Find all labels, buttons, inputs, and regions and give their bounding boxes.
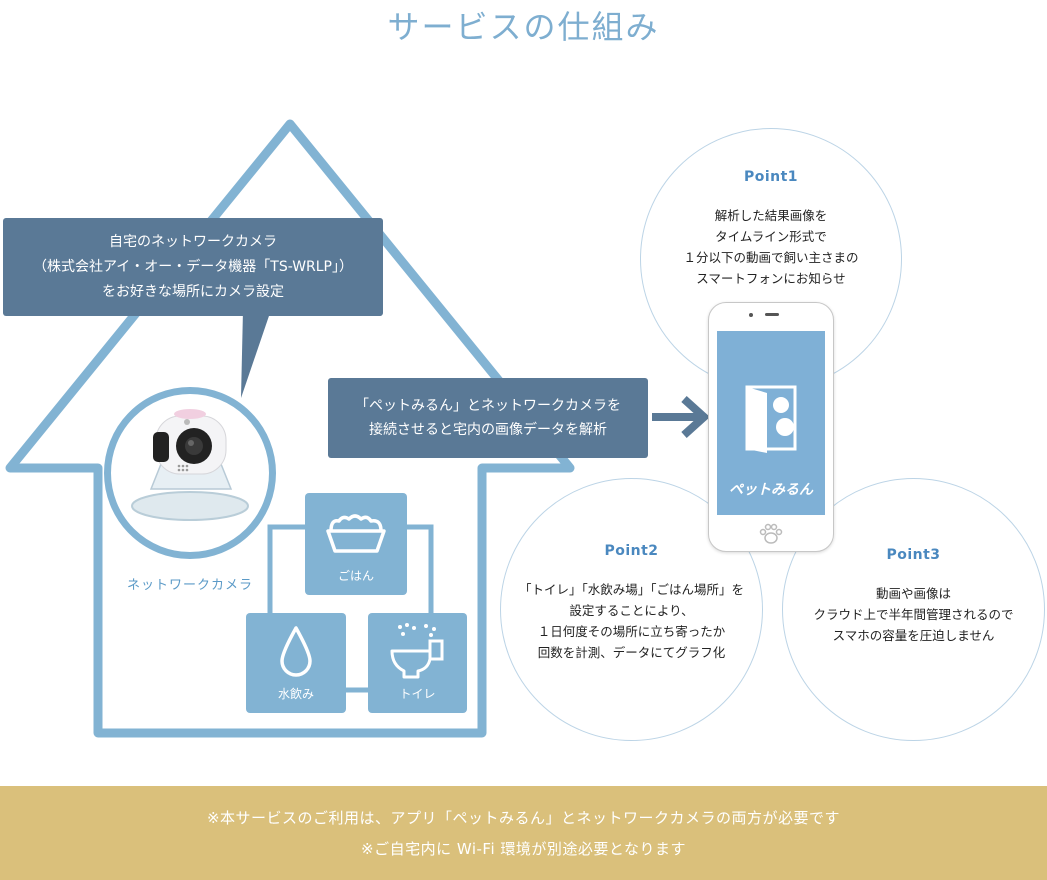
water-tile: 水飲み: [246, 613, 346, 713]
point1-title: Point1: [743, 169, 799, 185]
app-name: ペットみるん: [729, 482, 813, 498]
point3-line: クラウド上で半年間管理されるので: [813, 607, 1014, 622]
requirements-banner: ※本サービスのご利用は、アプリ「ペットみるん」とネットワークカメラの両方が必要で…: [0, 786, 1047, 880]
connector-right: [407, 524, 434, 616]
point2-line: １日何度その場所に立ち寄ったか: [537, 624, 726, 639]
point2-title: Point2: [604, 543, 659, 559]
water-label: 水飲み: [277, 687, 314, 701]
point1-line: タイムライン形式で: [715, 229, 827, 244]
food-label: ごはん: [337, 569, 374, 583]
camera-setup-callout: 自宅のネットワークカメラ （株式会社アイ・オー・データ機器「TS-WRLP」） …: [3, 218, 383, 316]
toilet-tile: トイレ: [368, 613, 467, 713]
analyze-line-2: 接続させると宅内の画像データを解析: [369, 422, 607, 438]
point1-line: スマートフォンにお知らせ: [696, 271, 846, 286]
app-door-icon: [745, 385, 797, 453]
point2-text: 「トイレ」「水飲み場」「ごはん場所」を 設定することにより、 １日何度その場所に…: [501, 579, 762, 663]
arrow-right-icon: [652, 396, 710, 438]
camera-image-circle: [104, 387, 276, 559]
callout-line-3: をお好きな場所にカメラ設定: [102, 284, 284, 300]
food-tile: ごはん: [305, 493, 407, 595]
banner-line-1: ※本サービスのご利用は、アプリ「ペットみるん」とネットワークカメラの両方が必要で…: [206, 809, 841, 827]
house-outline: [5, 119, 575, 738]
point3-title: Point3: [886, 547, 941, 563]
toilet-icon: [390, 623, 444, 679]
phone-screen: ペットみるん: [717, 331, 825, 515]
point2-line: 設定することにより、: [569, 603, 694, 618]
camera-label: ネットワークカメラ: [126, 578, 253, 593]
callout-line-2: （株式会社アイ・オー・データ機器「TS-WRLP」）: [32, 259, 354, 275]
analyze-line-1: 「ペットみるん」とネットワークカメラを: [355, 398, 621, 414]
paw-icon: [759, 523, 783, 544]
food-bowl-icon: [326, 514, 386, 553]
point1-line: １分以下の動画で飼い主さまの: [683, 250, 859, 265]
page-title: サービスの仕組み: [387, 8, 660, 46]
callout-line-1: 自宅のネットワークカメラ: [109, 234, 277, 250]
point1-text: 解析した結果画像を タイムライン形式で １分以下の動画で飼い主さまの スマートフ…: [641, 205, 901, 289]
point1-line: 解析した結果画像を: [714, 208, 828, 223]
point2-line: 「トイレ」「水飲み場」「ごはん場所」を: [518, 582, 744, 597]
network-camera-icon: [131, 409, 249, 521]
banner-line-2: ※ご自宅内に Wi-Fi 環境が別途必要となります: [361, 840, 686, 858]
point2-line: 回数を計測、データにてグラフ化: [537, 645, 726, 660]
toilet-label: トイレ: [399, 687, 436, 701]
point3-line: 動画や画像は: [875, 586, 951, 601]
phone-speaker: [765, 313, 779, 316]
point3-text: 動画や画像は クラウド上で半年間管理されるので スマホの容量を圧迫しません: [783, 583, 1044, 646]
callout-tail: [241, 310, 271, 398]
smartphone: ペットみるん: [708, 302, 834, 552]
analyze-box: 「ペットみるん」とネットワークカメラを 接続させると宅内の画像データを解析: [328, 378, 648, 458]
connector-left: [267, 524, 305, 616]
point3-line: スマホの容量を圧迫しません: [832, 628, 995, 643]
water-drop-icon: [280, 626, 312, 677]
phone-camera: [749, 313, 753, 317]
